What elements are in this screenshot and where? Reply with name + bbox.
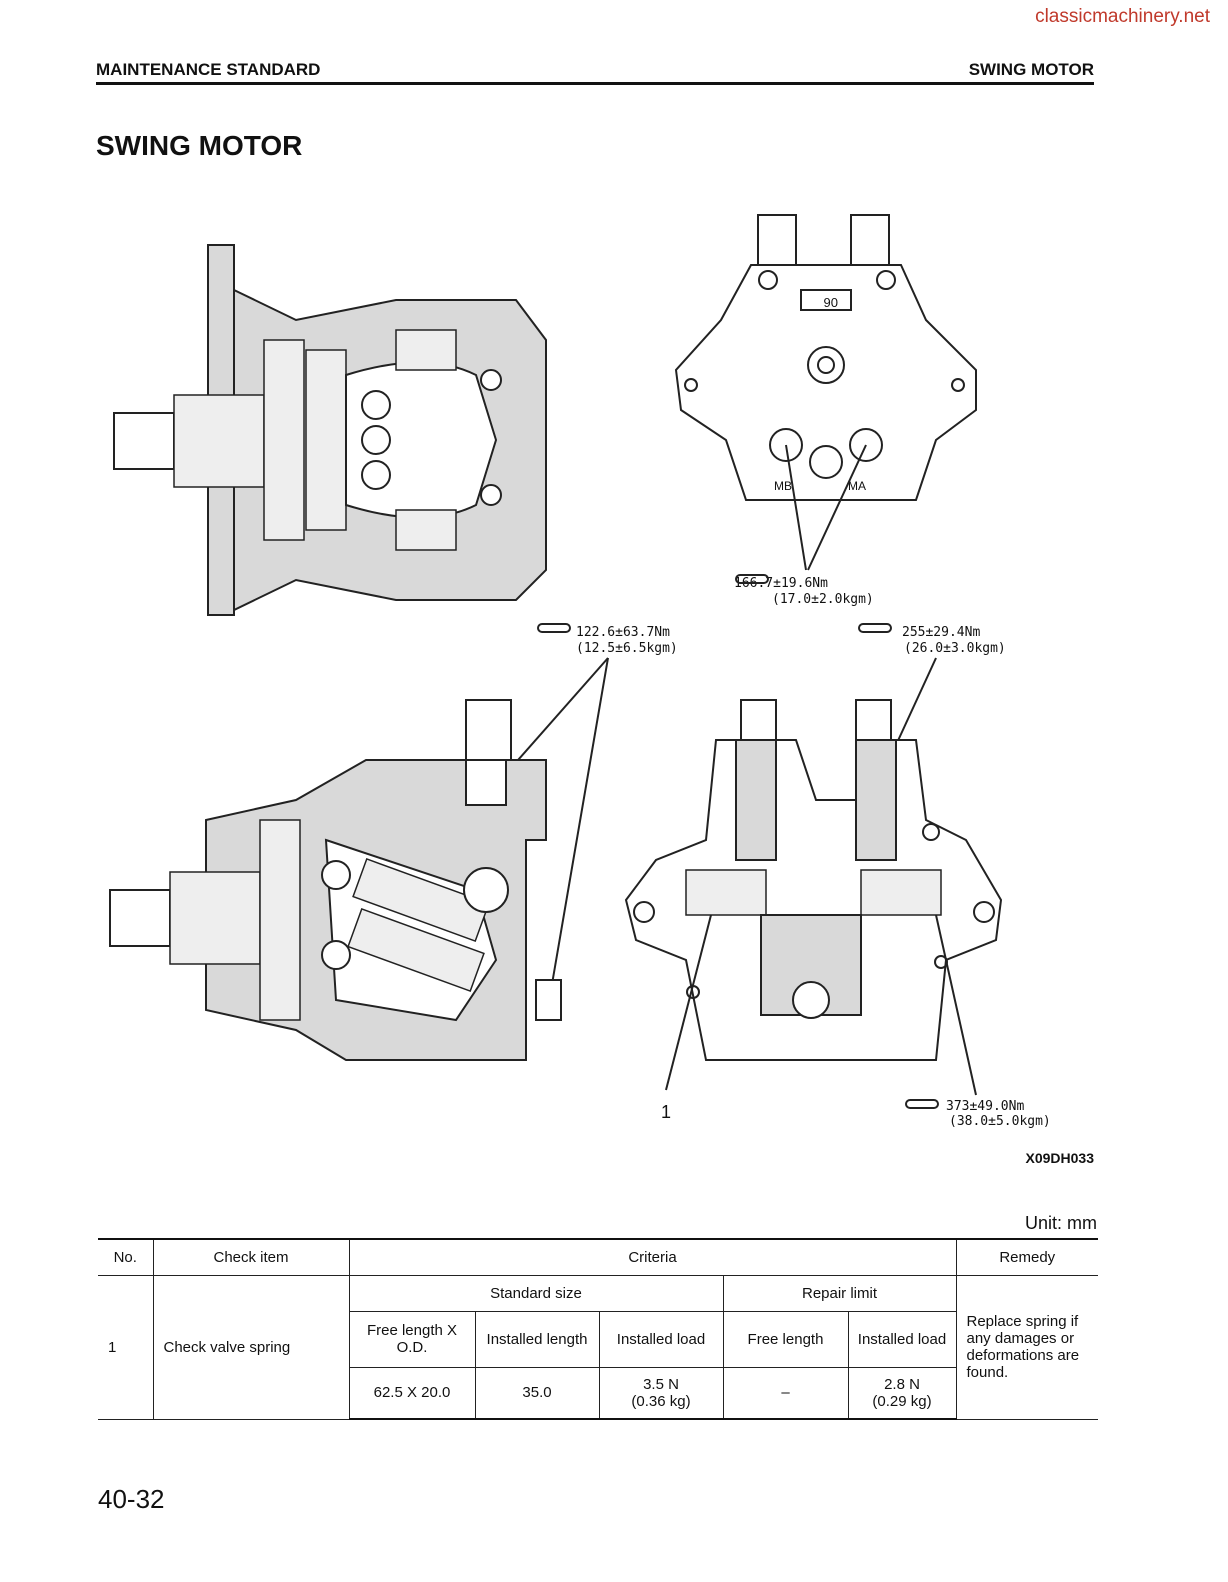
figure-code: X09DH033 [1025,1150,1095,1166]
subheader-repair-limit: Repair limit [722,1274,957,1312]
torque-callout-3: 255±29.4Nm (26.0±3.0kgm) [858,623,1006,746]
col-free-length: Free length [722,1310,849,1368]
subheader-standard-size: Standard size [348,1274,724,1312]
watermark: classicmachinery.net [1035,6,1210,27]
installed-load-n: 3.5 N [643,1375,679,1393]
label-ma: MA [848,479,866,493]
torque-value-4: 373±49.0Nm [946,1099,1024,1114]
torque-kgm-3: (26.0±3.0kgm) [904,641,1006,656]
cell-repair-load: 2.8 N (0.29 kg) [847,1366,957,1420]
end-view-upper: 06 MB MA [674,214,977,571]
side-section-view-upper [113,244,547,616]
torque-kgm-2: (12.5±6.5kgm) [576,641,678,656]
col-installed-load: Installed load [598,1310,724,1368]
maintenance-table: No. Check item Criteria Remedy 1 Check v… [98,1238,1098,1420]
header-topic: SWING MOTOR [968,60,1094,79]
wrench-icon [905,1099,939,1109]
swing-motor-drawing: 06 MB MA 166.7±19.6Nm (17.0±2.0kgm) 122.… [109,214,1051,1129]
cell-installed-load: 3.5 N (0.36 kg) [598,1366,724,1420]
torque-callout-4: 373±49.0Nm (38.0±5.0kgm) [905,1099,1051,1129]
header-check-item: Check item [152,1238,350,1276]
repair-load-kg: (0.29 kg) [872,1392,932,1410]
row-no: 1 [98,1274,154,1420]
wrench-icon [735,574,769,584]
page-title: SWING MOTOR [96,130,303,161]
torque-value-3: 255±29.4Nm [902,625,980,640]
wrench-icon [537,623,571,633]
wrench-icon [858,623,892,633]
page-number: 40-32 [98,1484,165,1514]
side-section-view-lower [109,699,562,1061]
installed-load-kg: (0.36 kg) [631,1392,691,1410]
header-section: MAINTENANCE STANDARD [96,60,321,79]
torque-kgm-4: (38.0±5.0kgm) [949,1114,1051,1129]
cross-section-view-lower: 1 [624,699,1003,1122]
header-remedy: Remedy [955,1238,1098,1276]
cell-repair-free-length: – [722,1366,849,1420]
label-06: 06 [824,295,838,310]
torque-value-2: 122.6±63.7Nm [576,625,670,640]
label-mb: MB [774,479,792,493]
col-installed-length: Installed length [474,1310,600,1368]
page-header: MAINTENANCE STANDARD SWING MOTOR [96,56,1094,85]
row-remedy: Replace spring if any damages or deforma… [955,1274,1098,1420]
cell-installed-length: 35.0 [474,1366,600,1420]
col-free-length-od: Free length X O.D. [348,1310,476,1368]
cell-free-length-od: 62.5 X 20.0 [348,1366,476,1420]
header-criteria: Criteria [348,1238,957,1276]
col-installed-load-limit: Installed load [847,1310,957,1368]
header-no: No. [98,1238,154,1276]
torque-value-1: 166.7±19.6Nm [734,576,828,591]
callout-1: 1 [661,1102,671,1122]
unit-label: Unit: mm [1025,1213,1097,1233]
repair-load-n: 2.8 N [884,1375,920,1393]
torque-callout-1: 166.7±19.6Nm (17.0±2.0kgm) [734,574,874,607]
torque-kgm-1: (17.0±2.0kgm) [772,592,874,607]
row-check-item: Check valve spring [152,1274,350,1420]
